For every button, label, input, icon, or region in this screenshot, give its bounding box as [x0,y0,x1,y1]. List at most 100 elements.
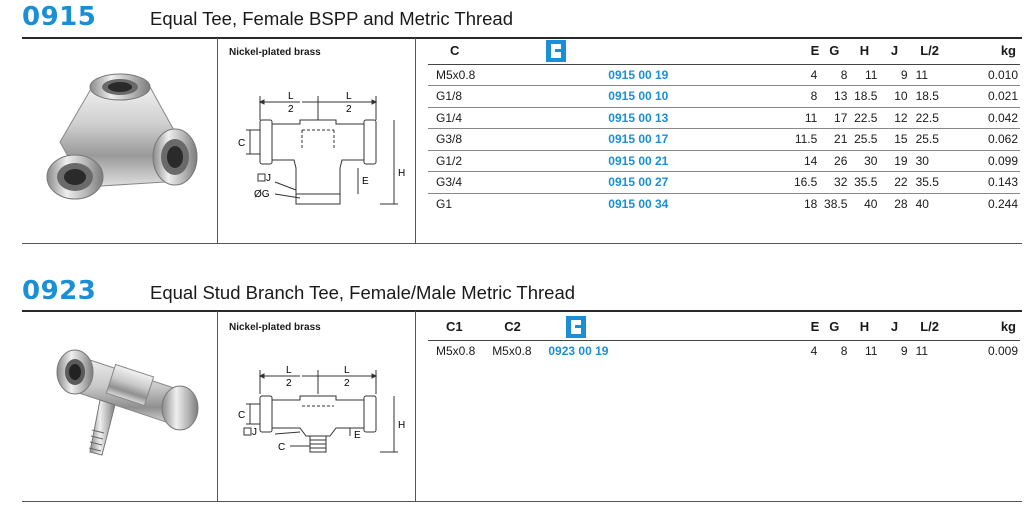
cell-l2: 22.5 [909,106,950,129]
cell-e: 11 [779,106,820,129]
dim-j: J [266,173,271,184]
cell-l2: 11 [909,63,950,86]
cell-kg: 0.062 [949,128,1020,150]
cell-h: 22.5 [849,106,880,129]
dim-g: ØG [254,189,270,200]
cell-e: 16.5 [779,171,820,193]
cell-j: 10 [879,85,910,107]
dim-l-left: L [286,365,292,376]
product-title: Equal Tee, Female BSPP and Metric Thread [150,8,514,29]
cell-j: 15 [879,128,910,150]
dim-h: H [398,168,405,179]
dim-j: J [252,427,257,438]
cell-kg: 0.021 [949,85,1020,107]
cell-g: 13 [819,85,850,107]
cell-c: G1/4 [428,106,519,129]
cell-h: 35.5 [849,171,880,193]
table-row: M5x0.8 M5x0.8 0923 00 19 4 8 11 9 11 0.0… [428,339,1020,362]
dim-h: H [398,420,405,431]
cell-ref[interactable]: 0915 00 19 [518,63,780,86]
col-header-h: H [849,38,880,65]
product-title: Equal Stud Branch Tee, Female/Male Metri… [150,282,576,303]
dim-two-right: 2 [344,378,350,389]
cell-g: 32 [819,171,850,193]
cell-j: 28 [879,192,910,215]
cell-ref[interactable]: 0915 00 34 [518,192,780,215]
cell-h: 11 [849,63,880,86]
cell-g: 26 [819,149,850,172]
table-row: G1/2 0915 00 21 14 26 30 19 30 0.099 [428,149,1020,172]
table-row: G3/8 0915 00 17 11.5 21 25.5 15 25.5 0.0… [428,128,1020,150]
product-photo [46,73,198,200]
cell-l2: 40 [909,192,950,215]
dim-two-left: 2 [286,378,292,389]
cell-c: M5x0.8 [428,63,519,86]
cell-l2: 35.5 [909,171,950,193]
cell-ref[interactable]: 0915 00 21 [518,149,780,172]
dim-c2: C [278,442,285,453]
divider-left [217,311,218,501]
table-row: G1 0915 00 34 18 38.5 40 28 40 0.244 [428,192,1020,215]
cell-ref[interactable]: 0915 00 27 [518,171,780,193]
product-code: 0915 [22,2,97,32]
col-header-h: H [849,314,880,341]
product-code: 0923 [22,276,97,306]
cell-kg: 0.244 [949,192,1020,215]
cell-g: 8 [819,63,850,86]
table-row: G1/4 0915 00 13 11 17 22.5 12 22.5 0.042 [428,106,1020,129]
cell-h: 40 [849,192,880,215]
cell-ref[interactable]: 0923 00 19 [544,339,780,362]
cell-h: 11 [849,339,880,362]
cell-kg: 0.009 [949,339,1020,362]
cell-l2: 25.5 [909,128,950,150]
cell-j: 19 [879,149,910,172]
spec-table: C1 C2 E G H J L/2 kg M5x0.8 M5x0.8 0923 … [428,314,1020,362]
push-in-logo-icon [546,39,567,62]
cell-h: 30 [849,149,880,172]
cell-j: 22 [879,171,910,193]
cell-l2: 30 [909,149,950,172]
col-header-c2: C2 [486,314,545,341]
cell-e: 4 [779,63,820,86]
cell-l2: 11 [909,339,950,362]
col-header-g: G [819,314,850,341]
cell-e: 18 [779,192,820,215]
technical-drawing: L 2 L 2 C H E J C [238,365,405,453]
col-header-kg: kg [949,38,1020,65]
cell-ref[interactable]: 0915 00 10 [518,85,780,107]
col-header-logo [544,314,780,341]
header-rule [22,310,1022,312]
dim-e: E [354,430,361,441]
technical-drawing: L 2 L 2 C H E J ØG [238,91,405,205]
col-header-j: J [879,38,910,65]
cell-c: G3/4 [428,171,519,193]
cell-kg: 0.143 [949,171,1020,193]
spec-table: C E G H J L/2 kg M5x0.8 0915 00 19 4 8 1… [428,38,1020,215]
col-header-e: E [779,314,820,341]
col-header-c1: C1 [428,314,487,341]
cell-e: 11.5 [779,128,820,150]
cell-c: G1/8 [428,85,519,107]
product-photo [56,349,199,456]
material-label: Nickel-plated brass [229,47,321,58]
cell-ref[interactable]: 0915 00 17 [518,128,780,150]
cell-l2: 18.5 [909,85,950,107]
cell-e: 4 [779,339,820,362]
divider-left [217,38,218,243]
dim-c: C [238,138,245,149]
table-row: G3/4 0915 00 27 16.5 32 35.5 22 35.5 0.1… [428,171,1020,193]
col-header-l2: L/2 [909,314,950,341]
cell-c2: M5x0.8 [486,339,545,362]
push-in-logo-icon [566,315,587,338]
col-header-c: C [428,38,519,65]
col-header-logo [518,38,780,65]
divider-right [415,38,416,243]
divider-right [415,311,416,501]
cell-j: 9 [879,339,910,362]
cell-h: 25.5 [849,128,880,150]
cell-c: G1/2 [428,149,519,172]
cell-ref[interactable]: 0915 00 13 [518,106,780,129]
cell-j: 12 [879,106,910,129]
cell-g: 8 [819,339,850,362]
cell-e: 14 [779,149,820,172]
